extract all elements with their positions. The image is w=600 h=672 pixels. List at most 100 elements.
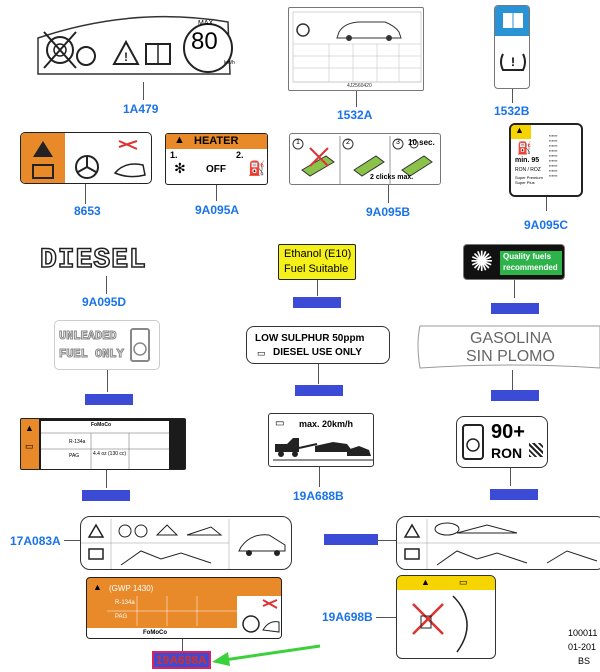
gwp-gas: R-134a xyxy=(115,600,135,606)
label-gwp: (GWP 1430) ▲ R-134a PAG FoMoCo xyxy=(86,577,282,639)
code-ac-redacted[interactable] xyxy=(82,490,130,501)
corner-text-3: BS xyxy=(578,656,591,666)
code-unleaded-redacted[interactable] xyxy=(85,394,133,405)
label-9a095a: ▲ HEATER 1. ✻ OFF 2. ⛽ xyxy=(165,133,268,185)
low-sulphur-line1: LOW SULPHUR 50ppm xyxy=(255,333,365,344)
jacking-diagram-2 xyxy=(397,519,600,569)
gwp-warning-icon: ▲ xyxy=(93,582,102,592)
tyre-warning-icon: ▲ xyxy=(421,577,430,587)
label-19a698b: ▲ ▭ xyxy=(396,575,496,659)
fan-glyph: ✻ xyxy=(174,160,186,176)
heater-off: OFF xyxy=(206,164,226,175)
gasolina-shape xyxy=(417,325,600,369)
part-number: 4J2560420 xyxy=(347,83,372,89)
ron-value: 90+ xyxy=(491,421,525,443)
gwp-title: (GWP 1430) xyxy=(109,584,154,593)
label-ethanol: Ethanol (E10) Fuel Suitable xyxy=(278,244,356,280)
label-1532a: 4J2560420 xyxy=(288,7,424,91)
ac-table-lines xyxy=(41,432,169,469)
gwp-table xyxy=(107,596,237,626)
code-19a698a[interactable]: 19A698A xyxy=(152,651,211,669)
super-list: Super Premium Super Plus xyxy=(515,175,543,185)
warning-icon xyxy=(32,141,54,179)
fuel-warning-icon: ▲ xyxy=(515,125,524,135)
label-1a479-graphic: ! xyxy=(37,15,233,75)
step-3-number: 3 xyxy=(396,139,400,146)
code-9a095c[interactable]: 9A095C xyxy=(524,218,569,232)
corner-text-1: 100011 xyxy=(568,628,598,638)
ron-min: min. 95 xyxy=(515,157,540,164)
code-17a083a[interactable]: 17A083A xyxy=(10,534,61,548)
ac-book-icon: ▭ xyxy=(25,441,34,451)
code-19a688b[interactable]: 19A688B xyxy=(293,489,344,503)
label-17a083a xyxy=(80,516,292,570)
tyre-book-icon: ▭ xyxy=(459,577,468,587)
green-arrow xyxy=(212,644,321,666)
label-ac-refrigerant: ▲ ▭ FoMoCo R-134a PAG 4.4 oz (130 cc) xyxy=(20,418,186,470)
unleaded-line1: UNLEADED xyxy=(59,329,118,344)
label-19a688b: ▭ max. 20km/h xyxy=(268,413,374,467)
label-90-ron: 90+ RON xyxy=(456,416,548,468)
code-ethanol-redacted[interactable] xyxy=(293,297,341,308)
gasolina-line1: GASOLINA xyxy=(470,330,552,347)
ac-brand: FoMoCo xyxy=(91,422,111,428)
label-gasolina: GASOLINA SIN PLOMO xyxy=(416,324,600,370)
code-9a095b[interactable]: 9A095B xyxy=(366,205,411,219)
code-low-sulphur-redacted[interactable] xyxy=(295,385,343,396)
label-unleaded: UNLEADED FUEL ONLY xyxy=(54,320,160,370)
tow-speed: max. 20km/h xyxy=(299,419,354,429)
ron-roz: RON / ROZ xyxy=(515,167,541,173)
code-9a095d[interactable]: 9A095D xyxy=(82,295,127,309)
gwp-fan-icon xyxy=(242,599,280,633)
ac-oil-amount: 4.4 oz (130 cc) xyxy=(93,451,127,457)
corner-text-2: 01-201 xyxy=(568,642,597,652)
code-1a479[interactable]: 1A479 xyxy=(123,102,159,116)
gwp-brand: FoMoCo xyxy=(143,630,167,636)
label-9a095b: 1 2 3 10 sec. 2 clicks max. xyxy=(289,133,441,185)
tyre-valve-diagram xyxy=(412,595,468,653)
jacking-diagram xyxy=(81,519,286,569)
fuel-languages-text: ▪▪▪▪▪▪▪▪▪▪▪▪▪▪▪▪▪▪▪▪▪▪▪▪▪▪▪▪▪▪▪▪▪▪▪▪▪▪▪▪… xyxy=(549,133,558,178)
ac-gas: R-134a xyxy=(69,439,86,445)
code-ron-redacted[interactable] xyxy=(490,489,538,500)
book-header xyxy=(495,6,529,36)
heater-warning-icon: ▲ xyxy=(174,134,185,146)
ethanol-line2: Fuel Suitable xyxy=(284,263,349,275)
code-8653[interactable]: 8653 xyxy=(74,204,101,218)
label-1532b: ! xyxy=(494,5,530,89)
label-right-large xyxy=(396,516,600,570)
label-9a095d: DIESEL xyxy=(39,244,172,277)
heater-header: ▲ HEATER xyxy=(166,134,267,149)
low-sulphur-line2: DIESEL USE ONLY xyxy=(273,347,362,358)
code-right-large-redacted[interactable] xyxy=(324,534,378,545)
tow-book-icon: ▭ xyxy=(275,418,285,429)
gwp-oil: PAG xyxy=(115,614,128,620)
code-gasolina-redacted[interactable] xyxy=(491,390,539,401)
ron-unit: RON xyxy=(491,445,523,461)
step-2-number: 2 xyxy=(346,139,350,146)
step1: 1. xyxy=(170,150,178,160)
label-low-sulphur: LOW SULPHUR 50ppm ▭ DIESEL USE ONLY xyxy=(246,326,390,364)
step2: 2. xyxy=(236,150,244,160)
fuel-pump-ron-icon xyxy=(462,424,484,460)
tpms-icon: ! xyxy=(500,53,526,71)
svg-text:!: ! xyxy=(124,50,128,64)
tow-truck-icon xyxy=(273,438,373,461)
code-19a698b[interactable]: 19A698B xyxy=(322,610,373,624)
code-1532b[interactable]: 1532B xyxy=(494,104,530,118)
speed-unit: km/h xyxy=(224,60,235,66)
svg-text:!: ! xyxy=(511,55,515,69)
ac-warning-icon: ▲ xyxy=(25,423,34,433)
wait-seconds: 10 sec. xyxy=(408,138,435,147)
code-9a095a[interactable]: 9A095A xyxy=(195,203,240,217)
step-1-number: 1 xyxy=(296,139,300,146)
refuel-steps-graphic xyxy=(292,136,433,184)
label-quality-fuels: ✺ Quality fuels recommended xyxy=(463,244,565,280)
code-1532a[interactable]: 1532A xyxy=(337,108,373,122)
fuel-pump-icon: ⛽ xyxy=(517,141,532,155)
book-icon xyxy=(503,13,523,28)
fuel-pump-glyph: ⛽ xyxy=(248,160,266,176)
fuel-pump-unleaded-icon xyxy=(130,328,150,362)
unleaded-line2: FUEL ONLY xyxy=(59,347,125,362)
code-quality-redacted[interactable] xyxy=(491,303,539,314)
